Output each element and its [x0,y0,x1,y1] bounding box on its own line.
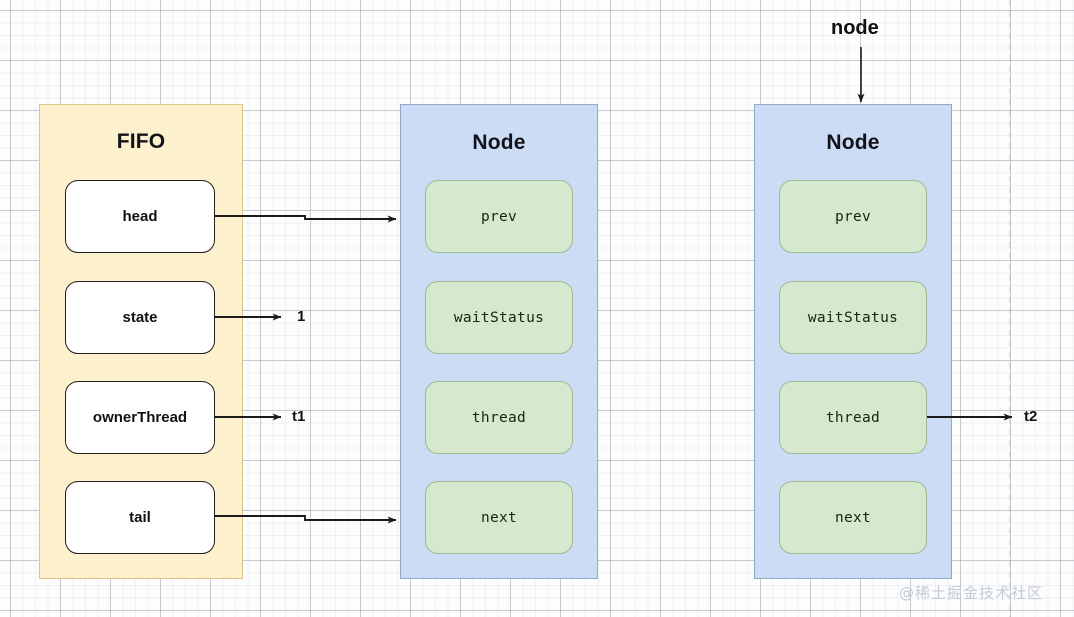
state-value-label: 1 [297,308,306,325]
node-1-field-thread-label: thread [471,409,527,426]
node-1-field-thread[interactable]: thread [425,381,573,454]
node-1-field-next[interactable]: next [425,481,573,554]
node-1-field-prev[interactable]: prev [425,180,573,253]
node-1-field-prev-label: prev [480,208,518,225]
node-2-field-thread-label: thread [825,409,881,426]
fifo-title: FIFO [116,130,166,153]
node-2-field-next[interactable]: next [779,481,927,554]
watermark: @稀土掘金技术社区 [899,584,1044,602]
node-2-field-thread[interactable]: thread [779,381,927,454]
node-2-field-prev[interactable]: prev [779,180,927,253]
fifo-field-ownerthread-label: ownerThread [92,409,188,426]
node-1-title: Node [472,131,526,154]
fifo-field-state-label: state [122,309,158,326]
node-2-field-prev-label: prev [834,208,872,225]
node-1-field-next-label: next [480,509,518,526]
fifo-field-ownerthread[interactable]: ownerThread [65,381,215,454]
node-pointer-label: node [831,17,879,39]
node-1-field-waitstatus[interactable]: waitStatus [425,281,573,354]
node-2-field-waitstatus-label: waitStatus [807,309,899,326]
node-2-field-next-label: next [834,509,872,526]
fifo-field-tail-label: tail [129,509,151,526]
node-2-title: Node [826,131,880,154]
fifo-field-tail[interactable]: tail [65,481,215,554]
ownerthread-value-label: t1 [292,408,306,425]
fifo-field-head-label: head [122,208,158,225]
fifo-field-state[interactable]: state [65,281,215,354]
node-1-field-waitstatus-label: waitStatus [453,309,545,326]
node-2-field-waitstatus[interactable]: waitStatus [779,281,927,354]
fifo-field-head[interactable]: head [65,180,215,253]
node2-thread-value-label: t2 [1024,408,1038,425]
